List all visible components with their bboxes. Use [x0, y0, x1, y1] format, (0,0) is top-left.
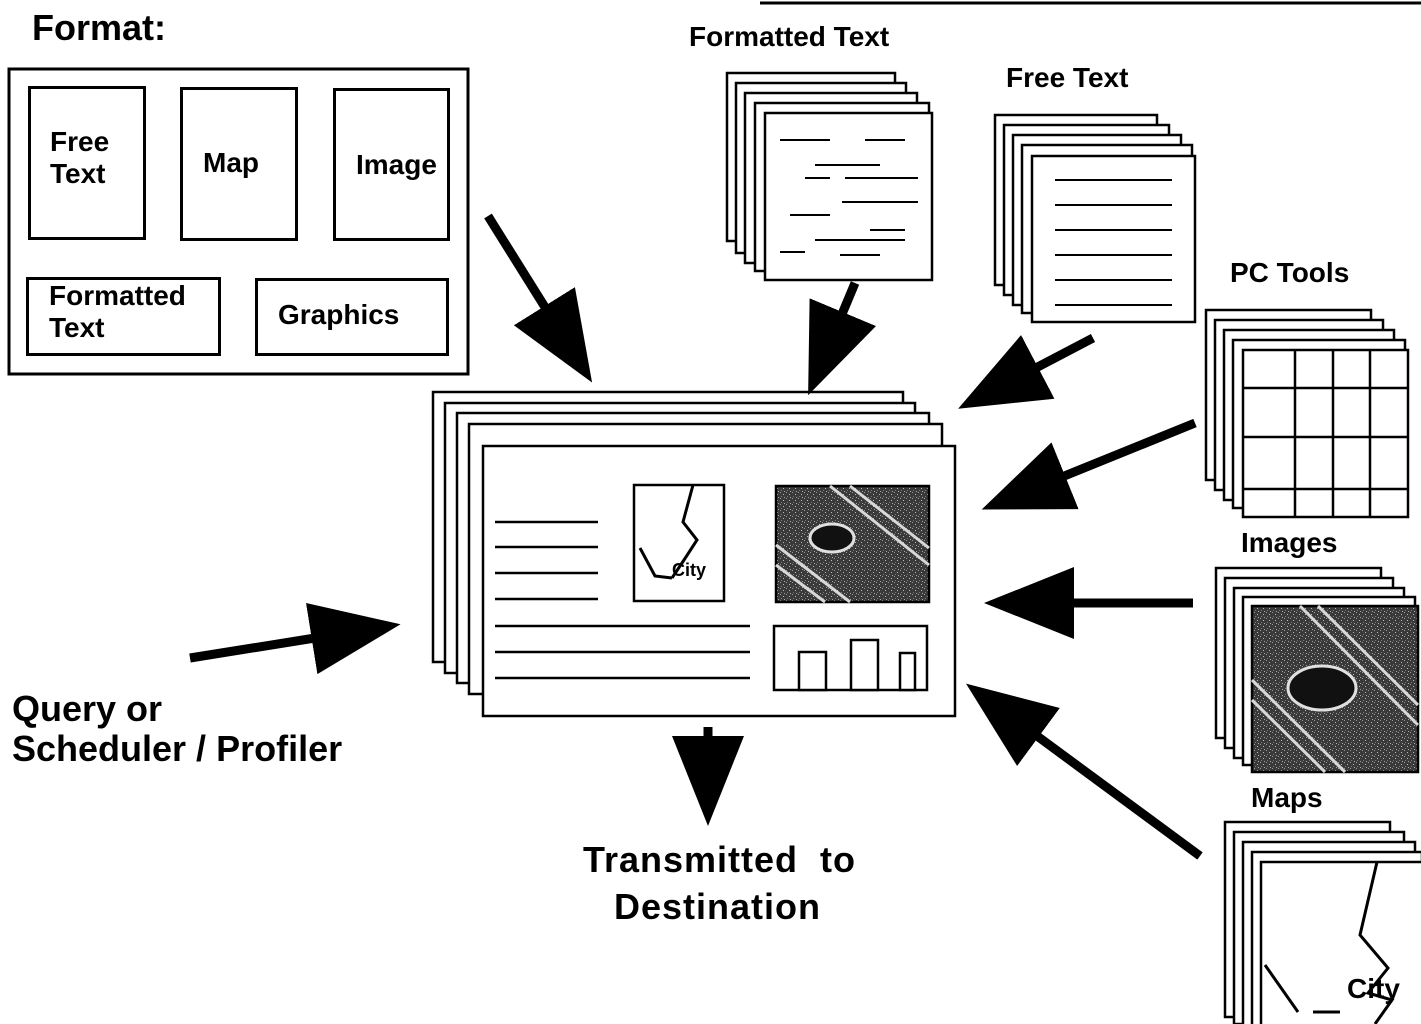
maps-stack-city-label: City [1347, 973, 1400, 1004]
arrow-free-text-to-center [958, 334, 1096, 409]
format-box-image: Image [333, 88, 450, 241]
format-box-free-text: Free Text [28, 86, 146, 240]
source-label-free-text: Free Text [1006, 62, 1129, 93]
arrow-format-to-center [484, 213, 593, 383]
arrow-formatted-text-to-center [808, 281, 877, 396]
arrow-maps-to-center [966, 683, 1203, 860]
formatted-text-stack [725, 71, 934, 282]
format-box-graphics-label: Graphics [278, 299, 400, 330]
format-box-map-label: Map [203, 147, 259, 178]
source-label-pc-tools: PC Tools [1230, 257, 1350, 288]
format-box-image-label: Image [356, 149, 437, 180]
arrow-pc-tools-to-center [981, 418, 1197, 510]
center-map-city-label: City [672, 560, 707, 580]
arrows [189, 213, 1203, 860]
format-box-free-text-label: Free Text [50, 126, 110, 190]
central-document-stack [431, 390, 957, 718]
arrow-query-to-center [189, 602, 401, 675]
output-label-line1: Transmitted to [583, 839, 857, 880]
pc-tools-stack [1204, 308, 1410, 519]
format-box-graphics: Graphics [255, 278, 449, 356]
source-label-formatted-text: Formatted Text [689, 21, 890, 52]
format-box-formatted-text-label: Formatted Text [49, 280, 186, 344]
query-label-line2: Scheduler / Profiler [12, 728, 343, 769]
format-box-formatted-text: Formatted Text [26, 277, 221, 356]
source-label-images: Images [1241, 527, 1338, 558]
free-text-stack [993, 113, 1197, 324]
format-box-map: Map [180, 87, 298, 241]
output-label-line2: Destination [614, 886, 822, 927]
source-label-maps: Maps [1251, 782, 1323, 813]
maps-stack [1223, 820, 1421, 1024]
images-stack [1214, 566, 1420, 774]
query-label-line1: Query or [12, 688, 163, 729]
format-title: Format: [32, 7, 166, 48]
